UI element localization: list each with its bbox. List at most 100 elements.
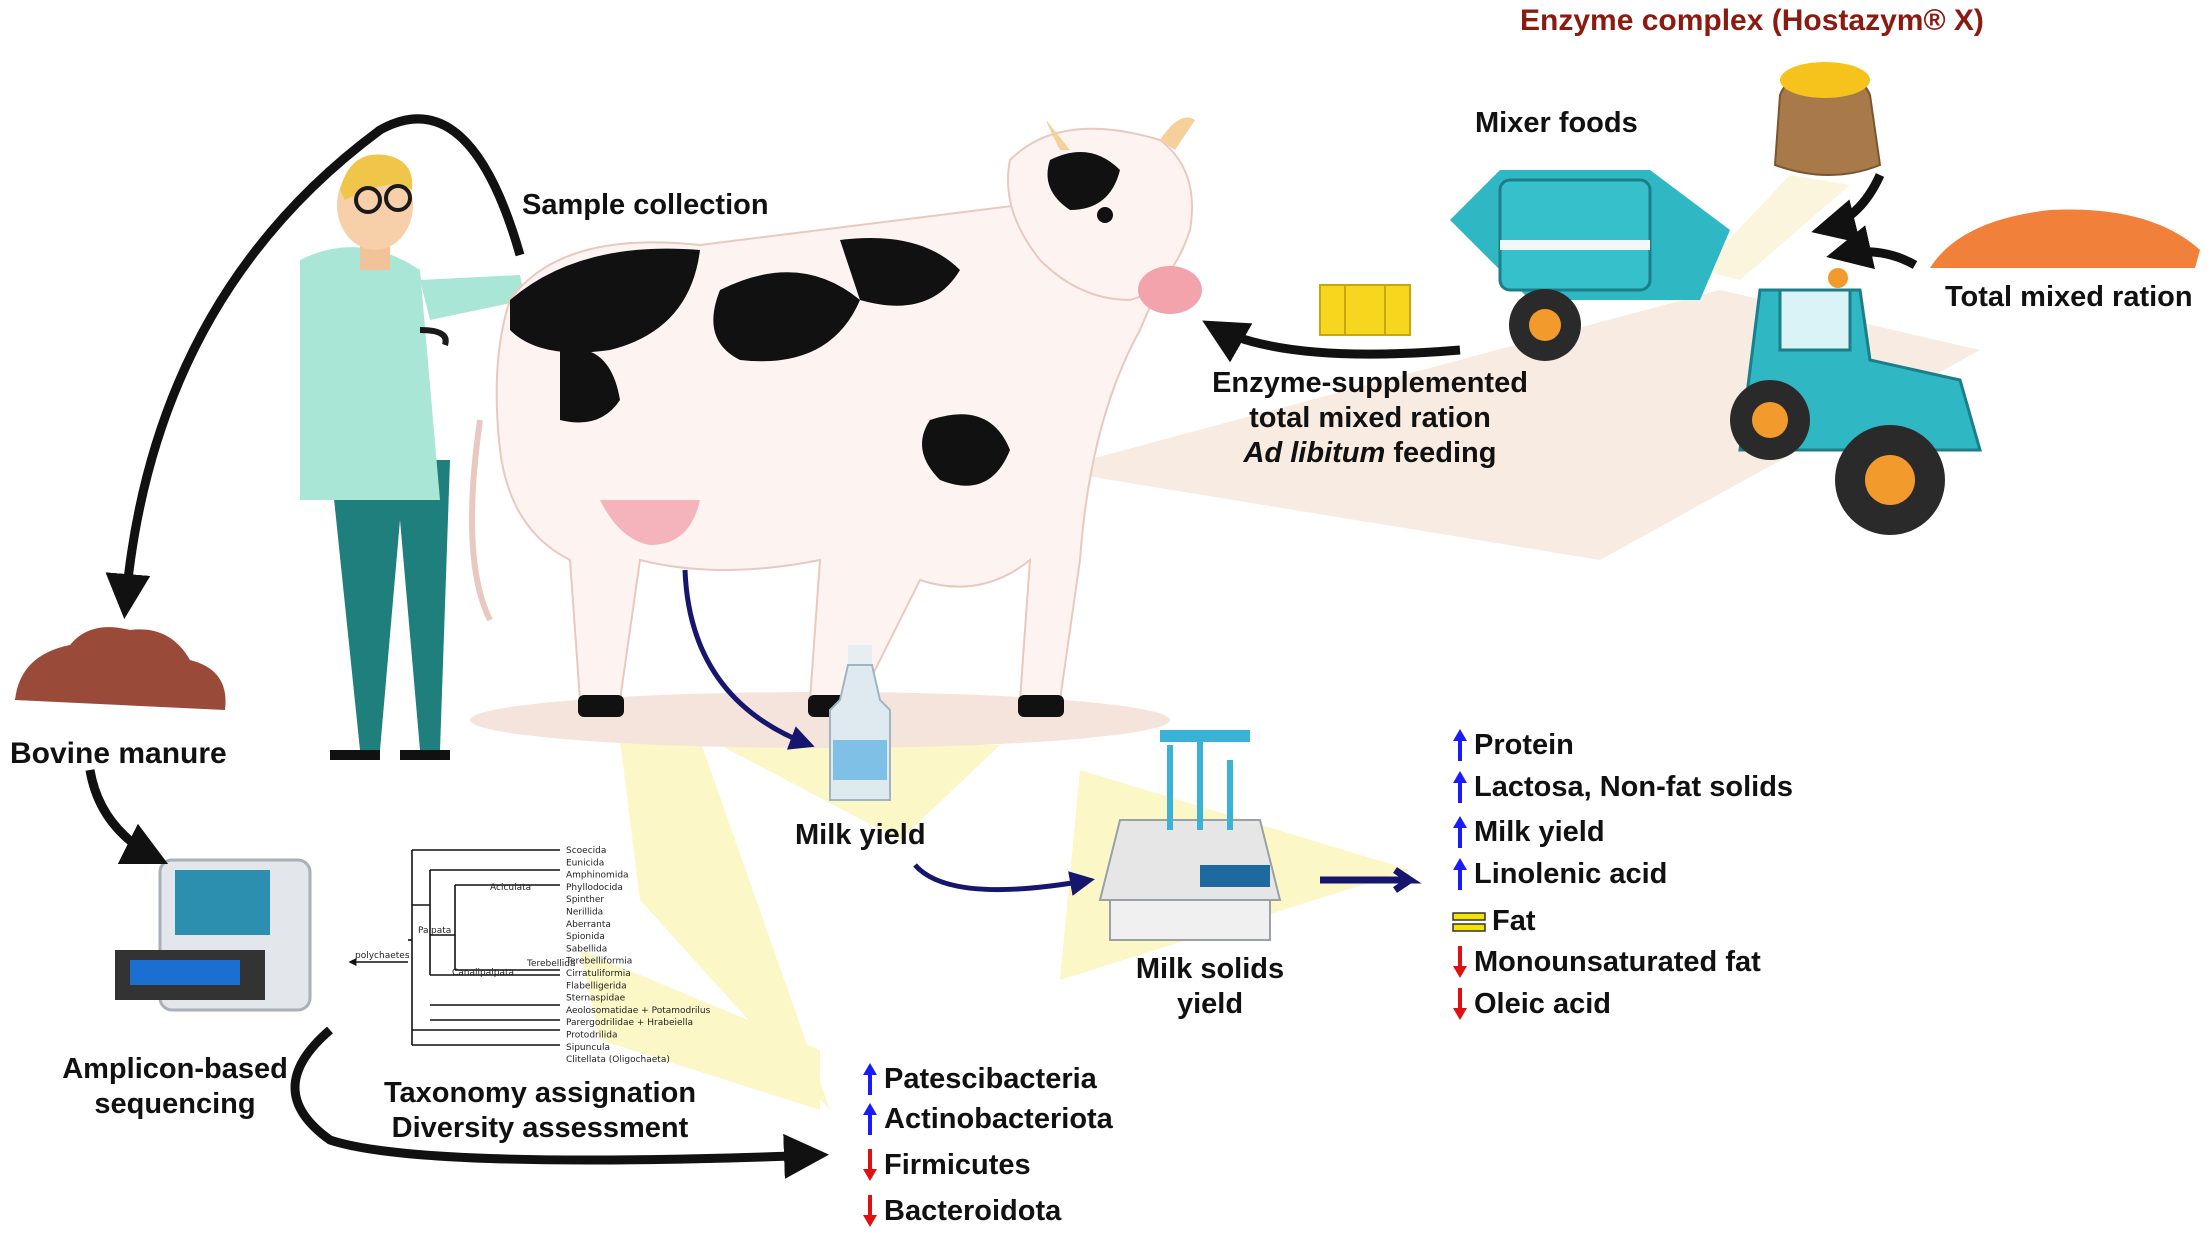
milk-solids-line1: Milk solids [1135,953,1285,985]
tree-taxon-label: Phyllodocida [566,883,623,893]
tree-taxon-label: Scoecida [566,846,606,856]
feeding-text: feeding [1385,437,1497,469]
enzyme-ration-label: Enzyme-supplemented total mixed ration A… [1180,366,1560,471]
tree-taxon-label: Sternaspidae [566,994,626,1004]
tree-clade-label: Palpata [418,926,451,936]
milk-to-lab-arrow [913,863,1095,896]
feed-to-cow-arrow [1202,320,1461,363]
tree-taxon-label: Cirratuliformia [566,969,631,979]
milk-result-item: Oleic acid [1452,987,1611,1021]
milk-result-item: Lactosa, Non-fat solids [1452,770,1793,804]
manure-icon [15,627,226,710]
microbiota-result-item: Patescibacteria [862,1062,1097,1096]
tree-taxon-label: Sabellida [566,944,607,954]
up-arrow-icon [1453,816,1467,848]
amplicon-line2: sequencing [94,1088,256,1120]
microbiota-result-label: Bacteroidota [884,1194,1062,1227]
ration-pile-icon [1930,209,2200,268]
microbiota-result-item: Actinobacteriota [862,1102,1113,1136]
diagram-title: Enzyme complex (Hostazym® X) [1520,4,1984,37]
milk-solids-line2: yield [1176,988,1244,1020]
lab-analyzer-icon [1098,730,1282,941]
tree-taxon-label: Spionida [566,932,605,942]
milk-result-label: Monounsaturated fat [1474,945,1761,978]
cow-shadow [470,692,1170,748]
bovine-manure-label: Bovine manure [10,737,227,770]
microbiota-result-item: Firmicutes [862,1148,1031,1182]
sequencer-icon [115,858,312,1012]
milk-result-item: Linolenic acid [1452,857,1667,891]
feed-beam [1050,290,1980,560]
milk-result-label: Protein [1474,728,1574,761]
microbiota-result-label: Actinobacteriota [884,1102,1113,1135]
tree-clade-label: Terebellida [526,959,576,969]
amplicon-line1: Amplicon-based [62,1053,288,1085]
mixer-foods-label: Mixer foods [1475,107,1638,139]
lab-to-results-arrow [1320,867,1422,893]
tree-clade-label: Canalipalpata [452,968,514,978]
enzyme-ration-line2: total mixed ration [1249,402,1491,434]
sample-collection-label: Sample collection [522,189,769,221]
milk-result-item: Protein [1452,728,1574,762]
milk-bottle-icon [829,645,891,801]
taxonomy-diversity-label: Taxonomy assignation Diversity assessmen… [375,1076,705,1146]
milk-result-label: Milk yield [1474,815,1605,848]
milk-result-label: Lactosa, Non-fat solids [1474,770,1794,803]
tractor-icon [1450,170,1982,535]
up-arrow-icon [1453,729,1467,761]
milk-solids-label: Milk solids yield [1110,952,1310,1022]
tree-taxon-label: Protodrilida [566,1031,617,1041]
total-mixed-ration-label: Total mixed ration [1945,281,2193,313]
diversity-line: Diversity assessment [391,1112,689,1144]
milk-result-item: Monounsaturated fat [1452,945,1761,979]
down-arrow-icon [863,1149,877,1181]
milk-result-label: Linolenic acid [1474,857,1668,890]
tree-taxon-label: Amphinomida [566,871,629,881]
cow-beam-to-microbiota [620,740,830,1110]
tree-taxon-label: Parergodrilidae + Hrabeiella [566,1018,693,1028]
enzyme-ration-line3: Ad libitum feeding [1180,436,1560,471]
tree-taxon-label: Spinther [566,895,604,905]
tree-beam [580,950,820,1110]
sequencing-to-microbiota-arrow [290,1026,829,1179]
milk-result-item: Milk yield [1452,815,1605,849]
tree-taxon-label: Nerillida [566,908,603,918]
down-arrow-icon [1453,988,1467,1020]
microbiota-result-label: Firmicutes [884,1148,1031,1181]
ad-libitum-text: Ad libitum [1243,437,1386,469]
enzyme-ration-line1: Enzyme-supplemented [1212,367,1528,399]
milk-result-label: Oleic acid [1474,987,1612,1020]
manure-to-sequencer-arrow [85,769,169,865]
tree-taxon-label: Eunicida [566,858,604,868]
milk-result-label: Fat [1492,905,1536,937]
milk-result-item: Fat [1452,905,1536,938]
equal-icon [1452,911,1486,932]
up-arrow-icon [1453,771,1467,803]
up-arrow-icon [863,1103,877,1135]
up-arrow-icon [863,1063,877,1095]
scientist-icon [300,154,525,760]
feed-sack-icon [1773,62,1882,176]
tree-taxa-labels: ScoecidaEunicidaAmphinomidaPhyllodocidaS… [355,846,711,1065]
tree-taxon-label: Clitellata (Oligochaeta) [566,1055,670,1065]
microbiota-result-item: Bacteroidota [862,1194,1061,1228]
taxonomy-line: Taxonomy assignation [383,1077,697,1109]
ration-to-mixer-arrow [1826,225,1918,270]
tree-taxon-label: Aeolosomatidae + Potamodrilus [566,1006,711,1016]
cow-icon [469,117,1202,717]
tree-taxon-label: Flabelligerida [566,981,627,991]
phylogenetic-tree-icon [408,849,560,1046]
tree-clade-label: polychaetes [355,951,410,961]
cow-to-milk-arrow [682,569,815,750]
tree-taxon-label: Sipuncula [566,1043,610,1053]
down-arrow-icon [1453,946,1467,978]
down-arrow-icon [863,1195,877,1227]
hay-bale-icon [1319,284,1411,336]
milk-yield-label: Milk yield [795,819,926,851]
microbiota-result-label: Patescibacteria [884,1062,1097,1095]
tree-taxon-label: Aberranta [566,920,611,930]
up-arrow-icon [1453,858,1467,890]
scientist-to-manure-arrow [105,114,525,619]
